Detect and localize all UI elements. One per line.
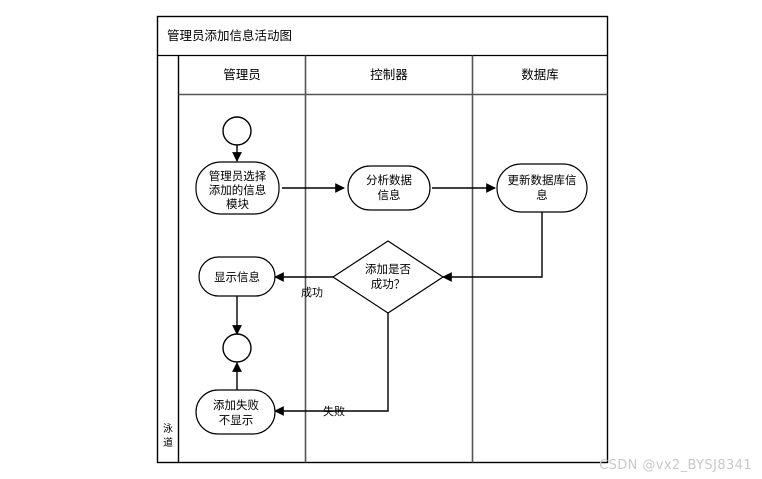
analyze-data-shape [347, 165, 431, 211]
select-module-line-2: 添加的信息 [209, 183, 267, 197]
lane-header-database-label: 数据库 [521, 67, 559, 82]
node-show-info[interactable]: 显示信息 [198, 256, 276, 297]
edge-labels: 成功 失败 [301, 286, 345, 418]
decision-line-2: 成功？ [371, 277, 406, 291]
analyze-data-line-1: 分析数据 [366, 173, 412, 187]
lane-side-strip: 泳 道 [163, 55, 180, 463]
node-update-database[interactable]: 更新数据库信 息 [496, 163, 588, 213]
node-decision[interactable]: 添加是否 成功？ [331, 240, 445, 314]
select-module-line-1: 管理员选择 [209, 169, 267, 183]
edge-update-to-decision [442, 212, 543, 282]
node-analyze-data[interactable]: 分析数据 信息 [347, 165, 431, 211]
add-failed-shape [195, 389, 276, 435]
decision-line-1: 添加是否 [365, 262, 411, 276]
diagram-frame: 管理员添加信息活动图 [156, 15, 609, 464]
lane-header-controller-label: 控制器 [370, 67, 408, 82]
analyze-data-line-2: 信息 [378, 188, 401, 202]
edge-label-success: 成功 [301, 286, 323, 299]
decision-shape [331, 240, 445, 314]
edge-label-failure: 失败 [323, 404, 345, 418]
lane-grid [178, 55, 608, 463]
add-failed-line-1: 添加失败 [213, 398, 259, 412]
lane-side-label-char-1: 泳 [163, 423, 173, 435]
initial-node-circle [222, 116, 252, 146]
node-initial[interactable] [222, 116, 252, 146]
frame-border [156, 15, 609, 464]
lane-header-admin-label: 管理员 [223, 67, 261, 82]
edge-decision-to-failed [274, 303, 389, 416]
frame-title: 管理员添加信息活动图 [167, 28, 292, 43]
update-database-line-1: 更新数据库信 [508, 173, 577, 187]
lane-header-controller[interactable]: 控制器 [370, 67, 408, 82]
lane-header-database[interactable]: 数据库 [521, 67, 559, 82]
flow-edges [232, 145, 543, 416]
show-info-line-1: 显示信息 [214, 270, 260, 284]
csdn-watermark: CSDN @vx2_BYSJ8341 [599, 458, 752, 473]
add-failed-line-2: 不显示 [219, 413, 254, 427]
select-module-line-3: 模块 [226, 197, 249, 211]
show-info-shape [198, 256, 276, 297]
update-database-shape [496, 163, 588, 213]
lane-header-admin[interactable]: 管理员 [223, 67, 261, 82]
node-select-module[interactable]: 管理员选择 添加的信息 模块 [195, 161, 280, 215]
node-add-failed[interactable]: 添加失败 不显示 [195, 389, 276, 435]
lane-side-label-char-2: 道 [163, 436, 173, 449]
update-database-line-2: 息 [536, 188, 548, 202]
final-node-circle [222, 333, 252, 363]
node-final[interactable] [222, 333, 252, 363]
select-module-shape [195, 161, 280, 215]
